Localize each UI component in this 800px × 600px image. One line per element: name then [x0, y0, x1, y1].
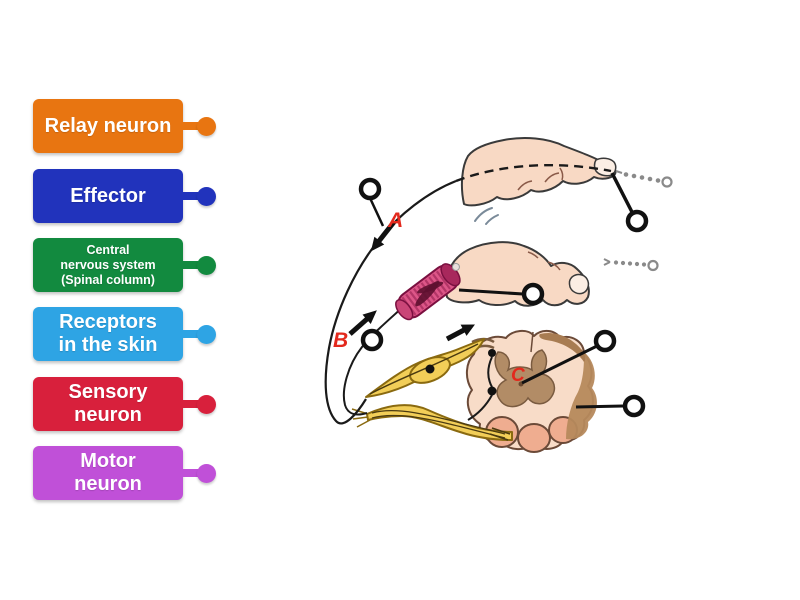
motor-pathway-line [342, 305, 405, 416]
letter-b-label: B [333, 329, 348, 352]
drop-target-marker-3[interactable] [521, 282, 545, 306]
connector-stem [181, 192, 199, 200]
drop-target-marker-2[interactable] [625, 209, 649, 233]
connector-stem [181, 400, 199, 408]
connector-stem [181, 122, 199, 130]
connector-dot [197, 116, 216, 136]
label-chip-central-nervous-system[interactable]: Central nervous system (Spinal column) [33, 238, 216, 292]
connector-dot [197, 186, 216, 206]
drop-target-marker-4[interactable] [360, 328, 384, 352]
label-chip-text: Relay neuron [44, 114, 172, 137]
label-chip-motor-neuron[interactable]: Motor neuron [33, 446, 216, 500]
hand-withdrawn-image [445, 207, 590, 307]
connector-dot [197, 463, 216, 483]
letter-a-label: A [387, 209, 403, 232]
label-chip-text: Receptors in the skin [58, 311, 158, 356]
connector-dot [197, 394, 216, 414]
label-chip-text: Effector [70, 184, 146, 207]
drop-target-marker-5[interactable] [593, 329, 617, 353]
spinal-cord-image [466, 330, 597, 453]
label-chip-text: Motor neuron [74, 450, 142, 495]
sensory-pathway-line [324, 163, 612, 425]
nerve-root-ganglion-image [351, 338, 513, 441]
muscle-image [395, 262, 461, 321]
pin-falling-icon [603, 258, 659, 272]
letter-c-label: C [511, 365, 525, 386]
drop-target-marker-6[interactable] [622, 394, 646, 418]
connector-stem [181, 469, 199, 477]
label-chip-relay-neuron[interactable]: Relay neuron [33, 99, 216, 153]
label-chip-text: Sensory neuron [68, 381, 148, 426]
drop-target-marker-1[interactable] [358, 177, 382, 201]
marker-pointer-lines [458, 172, 635, 409]
connector-stem [181, 330, 199, 338]
impulse-arrows [348, 197, 476, 342]
connector-dot [197, 324, 216, 344]
label-chip-text: Central nervous system (Spinal column) [60, 242, 156, 287]
motion-lines [474, 207, 499, 225]
pin-icon [615, 170, 673, 188]
label-chip-sensory-neuron[interactable]: Sensory neuron [33, 377, 216, 431]
label-chip-receptors-in-the-skin[interactable]: Receptors in the skin [33, 307, 216, 361]
connector-dot [197, 255, 216, 275]
connector-stem [181, 261, 199, 269]
label-chip-effector[interactable]: Effector [33, 169, 216, 223]
